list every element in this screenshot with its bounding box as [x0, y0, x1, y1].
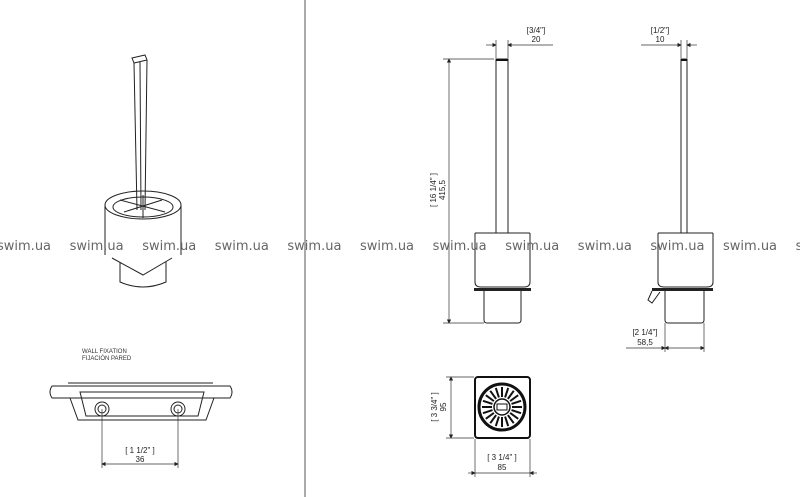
side-depth-inches: [2 1/4"] — [632, 328, 657, 337]
grate-spoke — [507, 390, 515, 400]
grate-spoke — [511, 399, 522, 405]
grate-spoke — [489, 390, 497, 400]
top-height-mm: 95 — [439, 402, 448, 411]
side-width-mm: 10 — [656, 35, 665, 44]
grate-spoke — [509, 394, 519, 402]
side-depth-mm: 58,5 — [637, 338, 653, 347]
top-width-mm: 85 — [498, 463, 507, 472]
grate-spoke — [482, 409, 493, 415]
front-width-inches: [3/4"] — [527, 26, 545, 35]
grate-spoke — [511, 409, 522, 415]
watermark: swim.ua — [70, 239, 124, 254]
watermark: swim.ua — [287, 239, 341, 254]
top-view: [ 3 1/4" ] 85 [ 3 3/4" ] 95 — [430, 376, 537, 477]
watermark: swim.ua — [360, 239, 414, 254]
watermark: swim.ua — [433, 239, 487, 254]
side-view: [1/2"] 10 [2 1/4"] 58,5 — [626, 26, 714, 352]
grate-spoke — [507, 414, 515, 424]
front-height-inches: [ 16 1/4" ] — [429, 173, 438, 207]
front-view: [3/4"] 20 [ 16 1/4" ] 415,5 — [429, 26, 553, 324]
grate-spoke — [485, 412, 495, 420]
watermark: swim.ua — [796, 239, 800, 254]
grate-spoke — [485, 394, 495, 402]
grate-spoke — [482, 399, 493, 405]
front-width-mm: 20 — [532, 35, 541, 44]
front-height-mm: 415,5 — [438, 179, 447, 200]
watermark: swim.ua — [215, 239, 269, 254]
top-height-inches: [ 3 3/4" ] — [430, 392, 439, 422]
grate-spoke — [509, 412, 519, 420]
grate-spoke — [504, 387, 510, 398]
grate-spoke — [494, 387, 500, 398]
wall-spacing-inches: [ 1 1/2" ] — [125, 446, 155, 455]
watermark-row: swim.ua swim.ua swim.ua swim.ua swim.ua swim.… — [0, 239, 800, 254]
wall-fixation-label: WALL FIXATION — [82, 349, 127, 355]
wall-fixation-view: WALL FIXATION FIJACIÓN PARED [ 1 1/2" ] … — [49, 349, 233, 468]
watermark: swim.ua — [723, 239, 777, 254]
wall-fixation-label-es: FIJACIÓN PARED — [82, 355, 132, 362]
watermark: swim.ua — [0, 239, 51, 254]
side-width-inches: [1/2"] — [651, 26, 669, 35]
watermark: swim.ua — [505, 239, 559, 254]
watermark: swim.ua — [650, 239, 704, 254]
watermark: swim.ua — [142, 239, 196, 254]
watermark: swim.ua — [578, 239, 632, 254]
grate-spoke — [494, 416, 500, 427]
grate-spoke — [504, 416, 510, 427]
grate-spoke — [489, 414, 497, 424]
wall-spacing-mm: 36 — [136, 455, 145, 464]
top-width-inches: [ 3 1/4" ] — [487, 453, 517, 462]
isometric-view — [104, 54, 182, 288]
